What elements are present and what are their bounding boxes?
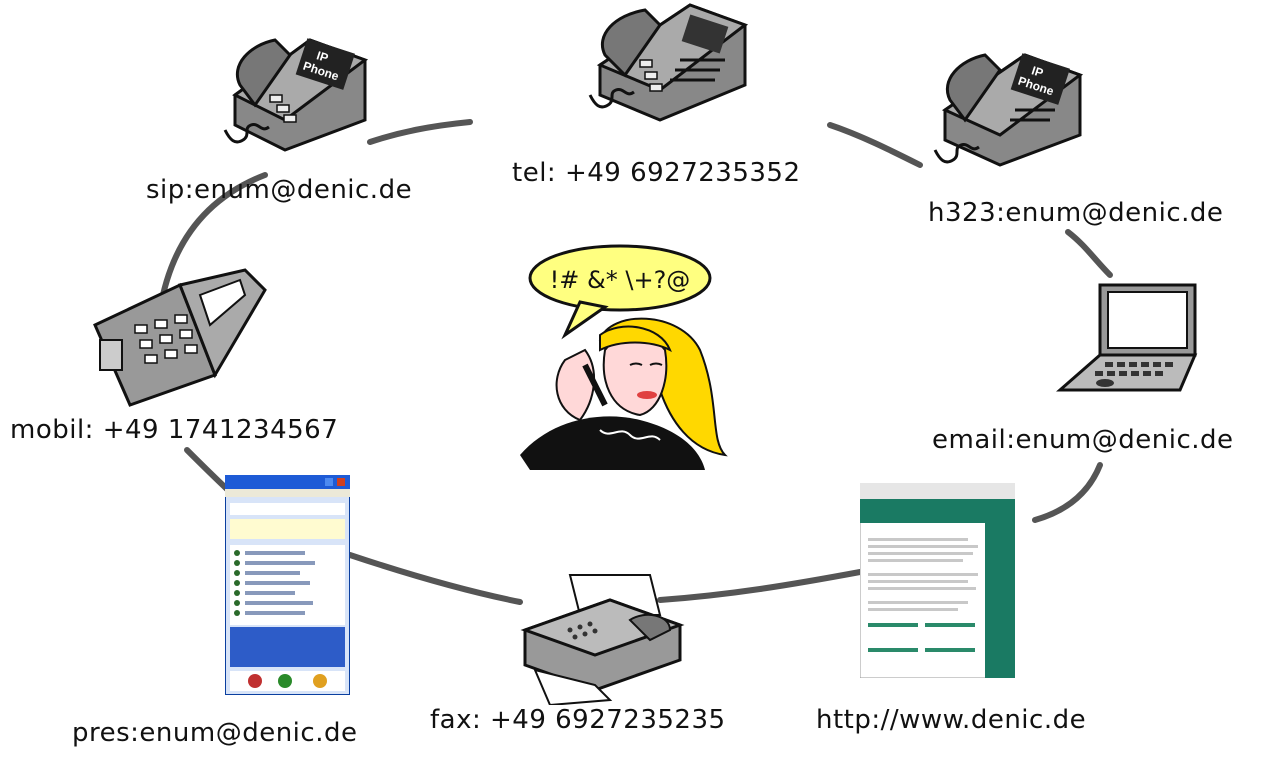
http-label: http://www.denic.de bbox=[816, 705, 1087, 735]
pres-label: pres:enum@denic.de bbox=[72, 718, 358, 748]
svg-text:IP: IP bbox=[1030, 63, 1045, 80]
woman-on-phone-icon: !# &* \+?@ bbox=[520, 244, 728, 470]
messenger-window-icon bbox=[225, 475, 350, 695]
sip-label: sip:enum@denic.de bbox=[146, 175, 413, 205]
svg-text:!# &* \+?@: !# &* \+?@ bbox=[550, 266, 691, 294]
tel-label: tel: +49 6927235352 bbox=[512, 158, 801, 188]
h323-label: h323:enum@denic.de bbox=[928, 198, 1224, 228]
desk-phone-icon bbox=[588, 3, 749, 122]
website-screenshot-icon bbox=[860, 483, 1015, 678]
email-label: email:enum@denic.de bbox=[932, 425, 1234, 455]
mobile-phone-icon bbox=[93, 268, 267, 407]
svg-text:IP: IP bbox=[315, 48, 330, 65]
fax-machine-icon bbox=[520, 574, 685, 705]
laptop-icon bbox=[1056, 283, 1198, 392]
fax-label: fax: +49 6927235235 bbox=[430, 705, 726, 735]
ip-phone-icon: IP Phone bbox=[933, 53, 1084, 167]
mobil-label: mobil: +49 1741234567 bbox=[10, 415, 339, 445]
ip-phone-icon: IP Phone bbox=[223, 38, 369, 152]
